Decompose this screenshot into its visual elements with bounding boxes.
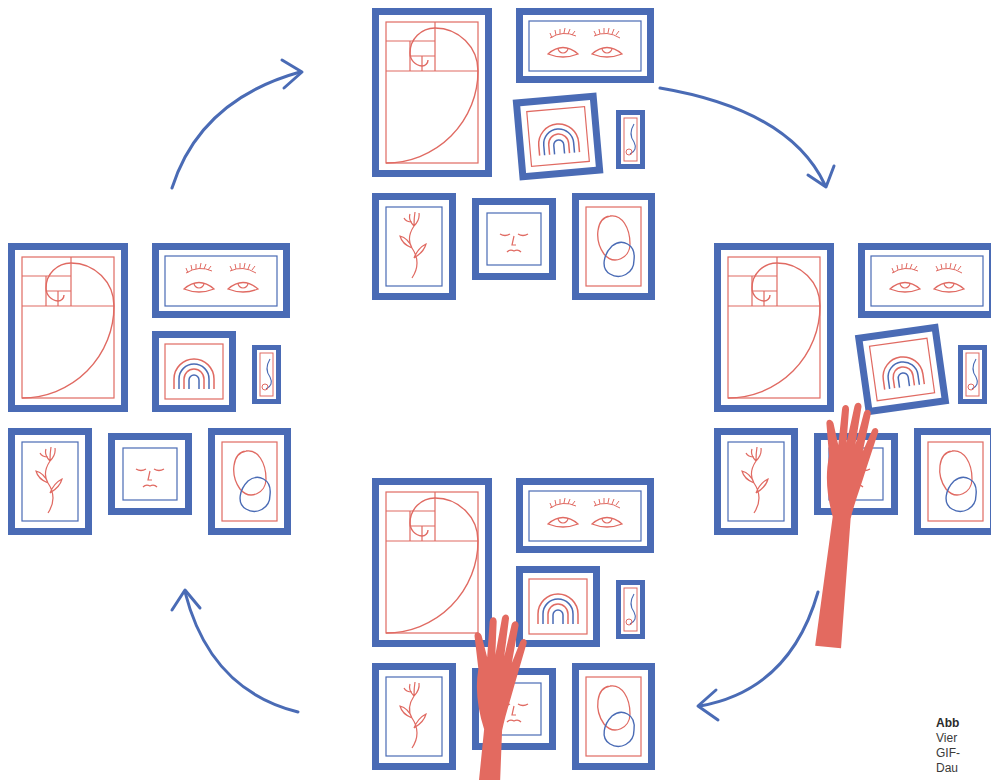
wall-top-stroke	[516, 96, 599, 176]
cycle-arrows-stroke	[185, 592, 298, 712]
cycle-arrows-stroke	[700, 592, 818, 706]
wall-top-stroke	[376, 12, 652, 297]
cycle-arrows-stroke	[698, 690, 718, 720]
wall-left	[12, 247, 288, 532]
caption-text: GIF-	[936, 746, 960, 761]
wall-left-stroke	[156, 335, 233, 409]
cycle-arrows-stroke	[808, 166, 834, 187]
cycle-arrows-stroke	[172, 590, 200, 610]
hand-right	[803, 400, 881, 650]
hand-bottom	[459, 612, 529, 780]
caption-label: Abb	[936, 716, 959, 731]
cycle-arrows-stroke	[660, 88, 825, 185]
caption-text: Dau	[936, 761, 958, 776]
wall-left-stroke	[112, 437, 189, 512]
wall-right-stroke	[859, 327, 946, 411]
wall-top-stroke	[476, 202, 553, 277]
caption-text: Vier	[936, 731, 957, 746]
cycle-arrows-stroke	[172, 72, 300, 188]
wall-top	[376, 12, 652, 297]
cycle-arrows-stroke	[282, 60, 302, 88]
wall-bottom-stroke	[520, 570, 597, 644]
wall-left-stroke	[12, 247, 288, 532]
